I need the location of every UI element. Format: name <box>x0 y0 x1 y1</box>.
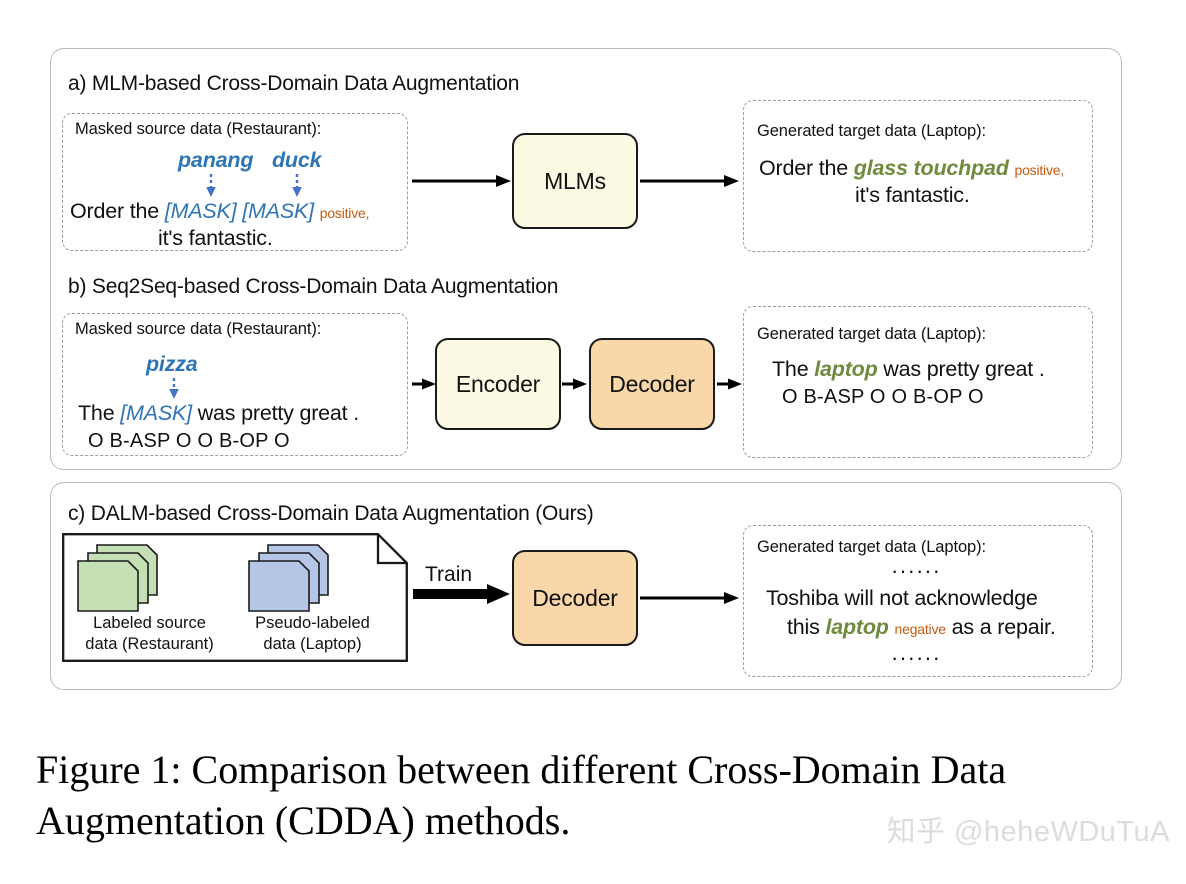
section-b-target-heading: Generated target data (Laptop): <box>757 325 986 343</box>
arrow-b-source-to-encoder <box>412 377 437 391</box>
section-c-target-card <box>743 525 1093 677</box>
section-c-doc-label-pseudo-line1: Pseudo-labeled <box>255 614 370 632</box>
section-a-target-line1-suffix: , <box>1060 162 1065 178</box>
section-a-target-line2: it's fantastic. <box>855 183 970 207</box>
section-b-source-heading: Masked source data (Restaurant): <box>75 320 322 338</box>
section-a-target-line1-prefix: Order the <box>759 156 854 180</box>
section-a-replacement-word-2: duck <box>272 148 322 172</box>
mask-arrow-down-icon-b1 <box>168 378 180 405</box>
section-a-replacement-word-1: panang <box>178 148 254 172</box>
section-c-title: c) DALM-based Cross-Domain Data Augmenta… <box>68 502 594 525</box>
section-b-source-line1: The [MASK] was pretty great . <box>78 401 359 426</box>
arrow-a-model-to-target <box>640 174 740 188</box>
section-c-target-line2-prefix: this <box>787 615 826 639</box>
section-c-decoder-box[interactable]: Decoder <box>512 550 638 646</box>
section-c-target-heading: Generated target data (Laptop): <box>757 538 986 556</box>
section-c-doc-label-pseudo: Pseudo-labeled data (Laptop) <box>230 613 395 655</box>
section-b-decoder-box[interactable]: Decoder <box>589 338 715 430</box>
section-b-source-card <box>62 313 408 456</box>
section-a-mask-1: [MASK] <box>164 199 237 223</box>
section-b-replacement-word-1: pizza <box>146 352 198 376</box>
section-a-mask-2: [MASK] <box>242 199 314 223</box>
mask-arrow-down-icon-a1 <box>205 174 217 203</box>
section-c-doc-label-source: Labeled source data (Restaurant) <box>62 613 237 655</box>
figure-caption: Figure 1: Comparison between different C… <box>36 747 1007 844</box>
section-b-title: b) Seq2Seq-based Cross-Domain Data Augme… <box>68 275 559 298</box>
arrow-b-encoder-to-decoder <box>562 377 588 391</box>
section-b-mask-1: [MASK] <box>120 401 192 425</box>
section-a-target-heading: Generated target data (Laptop): <box>757 122 986 140</box>
mask-arrow-down-icon-a2 <box>291 174 303 203</box>
section-a-source-line1-prefix: Order the <box>70 199 165 223</box>
arrow-c-decoder-to-target <box>640 591 740 605</box>
section-b-target-tags: O B-ASP O O B-OP O <box>782 386 984 408</box>
section-c-data-container <box>62 533 408 662</box>
section-c-train-label: Train <box>425 563 473 586</box>
arrow-b-decoder-to-target <box>717 377 743 391</box>
section-c-target-polarity: negative <box>894 621 947 637</box>
section-b-source-line1-suffix: was pretty great . <box>191 401 360 425</box>
section-a-source-card <box>62 113 408 251</box>
section-a-source-heading: Masked source data (Restaurant): <box>75 120 322 138</box>
section-a-source-polarity: positive <box>319 205 366 221</box>
section-b-target-line1-suffix: was pretty great . <box>877 357 1045 381</box>
watermark: 知乎 @heheWDuTuA <box>886 816 1170 848</box>
section-c-target-line2-suffix: as a repair. <box>945 615 1056 639</box>
section-a-source-line1-suffix: , <box>365 205 370 221</box>
section-b-encoder-box[interactable]: Encoder <box>435 338 561 430</box>
section-b-target-line1-prefix: The <box>772 357 815 381</box>
section-c-target-line1: Toshiba will not acknowledge <box>766 586 1038 610</box>
section-c-doc-label-source-line2: data (Restaurant) <box>85 635 214 654</box>
section-a-generated-phrase: glass touchpad <box>853 156 1009 180</box>
section-b-target-card <box>743 306 1093 458</box>
section-b-source-tags: O B-ASP O O B-OP O <box>88 430 290 452</box>
section-a-target-line1: Order the glass touchpad positive, <box>759 156 1064 181</box>
section-b-generated-phrase: laptop <box>814 357 878 381</box>
section-a-source-line1: Order the [MASK] [MASK] positive, <box>70 199 369 224</box>
section-a-target-polarity: positive <box>1014 162 1061 178</box>
section-a-title: a) MLM-based Cross-Domain Data Augmentat… <box>68 72 520 95</box>
section-c-ellipsis-bottom: ······ <box>891 645 941 670</box>
section-a-source-line2: it's fantastic. <box>158 226 273 250</box>
section-a-target-card <box>743 100 1093 252</box>
section-c-doc-label-pseudo-line2: data (Laptop) <box>263 635 362 654</box>
arrow-a-source-to-model <box>412 174 512 188</box>
section-a-model-box[interactable]: MLMs <box>512 133 638 229</box>
arrow-c-train <box>413 583 511 605</box>
section-c-doc-label-source-line1: Labeled source <box>93 614 206 632</box>
section-c-generated-phrase: laptop <box>825 615 889 639</box>
section-b-target-line1: The laptop was pretty great . <box>772 357 1045 382</box>
section-b-source-line1-prefix: The <box>78 401 121 425</box>
section-c-target-line2: this laptop negative as a repair. <box>787 615 1056 640</box>
section-c-ellipsis-top: ······ <box>891 558 941 583</box>
